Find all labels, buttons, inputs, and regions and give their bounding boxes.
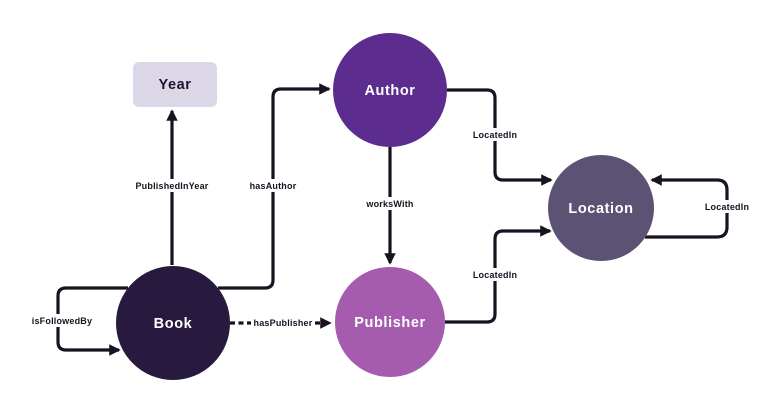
node-book-label: Book (154, 316, 193, 332)
edge-has-author-label-bg (247, 179, 299, 192)
node-year-label: Year (158, 77, 191, 93)
edge-located-in-publisher: LocatedIn (445, 225, 552, 324)
edge-has-publisher: hasPublisher (230, 316, 332, 329)
node-year: Year (133, 62, 217, 107)
node-year-shape (133, 62, 217, 107)
edge-located-in-publisher-label-bg (470, 268, 520, 281)
node-location: Location (548, 155, 654, 261)
edge-located-in-location: LocatedIn (645, 174, 752, 239)
edge-published-in-year-label-bg (128, 179, 216, 192)
edge-located-in-author: LocatedIn (447, 88, 553, 186)
edge-published-in-year-label: PublishedInYear (135, 181, 208, 191)
edge-works-with: worksWith (364, 147, 416, 265)
edge-is-followed-by: isFollowedBy (28, 286, 128, 356)
edge-works-with-label-bg (364, 197, 416, 210)
edge-located-in-publisher-label: LocatedIn (473, 270, 517, 280)
edge-has-author: hasAuthor (218, 83, 331, 290)
edge-located-in-author-label-bg (470, 128, 520, 141)
node-publisher: Publisher (335, 267, 445, 377)
node-publisher-shape (335, 267, 445, 377)
edge-has-author-label: hasAuthor (250, 181, 297, 191)
edge-has-publisher-label-bg (251, 316, 315, 329)
node-book-shape (116, 266, 230, 380)
edge-located-in-location-label: LocatedIn (705, 202, 749, 212)
edge-published-in-year: PublishedInYear (128, 109, 216, 265)
edge-located-in-author-label: LocatedIn (473, 130, 517, 140)
node-location-label: Location (568, 201, 633, 217)
edge-has-publisher-label: hasPublisher (254, 318, 313, 328)
edge-works-with-label: worksWith (365, 199, 413, 209)
edge-is-followed-by-label-bg (28, 314, 96, 327)
node-book: Book (116, 266, 230, 380)
node-author: Author (333, 33, 447, 147)
node-location-shape (548, 155, 654, 261)
node-publisher-label: Publisher (354, 315, 425, 331)
edge-is-followed-by-label: isFollowedBy (32, 316, 92, 326)
node-author-shape (333, 33, 447, 147)
node-author-label: Author (364, 83, 415, 99)
edge-located-in-location-label-bg (702, 200, 752, 213)
